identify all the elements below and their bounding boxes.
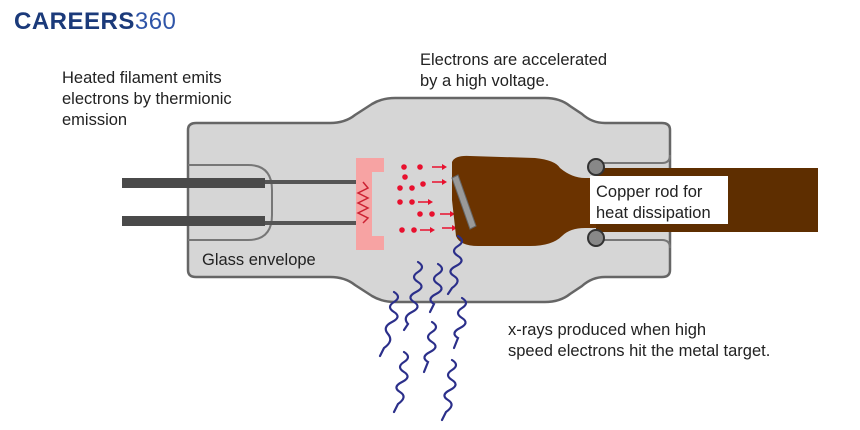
- electron: [420, 181, 426, 187]
- electron-arrowhead: [450, 211, 455, 217]
- electron: [417, 211, 423, 217]
- accelerated-label: Electrons are accelerated by a high volt…: [420, 50, 607, 92]
- xray-wave: [378, 290, 400, 358]
- cathode-rod-upper-outer: [122, 178, 265, 188]
- filament-label: Heated filament emits electrons by therm…: [62, 68, 232, 131]
- xrays-label: x-rays produced when high speed electron…: [508, 320, 770, 362]
- xray-wave: [402, 260, 424, 332]
- electron-arrowhead: [452, 225, 457, 231]
- cathode-wire-lower: [265, 221, 363, 225]
- electron: [397, 199, 403, 205]
- copper-rod-label-bg: [590, 176, 728, 224]
- xray-wave: [452, 296, 468, 350]
- electron-arrowhead: [442, 164, 447, 170]
- electron-stream: [397, 164, 457, 233]
- xrays-label-line: x-rays produced when high: [508, 321, 707, 339]
- careers360-logo: CAREERS360: [14, 8, 176, 36]
- xray-wave: [446, 234, 464, 296]
- electron: [411, 227, 417, 233]
- glass-envelope-label: Glass envelope: [202, 250, 316, 271]
- accelerated-label-line: by a high voltage.: [420, 72, 550, 90]
- xray-wave: [440, 358, 458, 422]
- filament-coil: [356, 181, 370, 224]
- envelope-inner-right: [596, 154, 671, 249]
- xray-waves: [378, 234, 468, 422]
- cathode-cup: [356, 158, 384, 250]
- glass-envelope-label-text: Glass envelope: [202, 251, 316, 269]
- filament-label-line: emission: [62, 111, 128, 129]
- xrays-label-line: speed electrons hit the metal target.: [508, 342, 771, 360]
- electron: [409, 185, 415, 191]
- electron: [397, 185, 403, 191]
- electron: [402, 174, 408, 180]
- electron: [429, 211, 435, 217]
- electron: [401, 164, 407, 170]
- logo-number: 360: [134, 8, 177, 35]
- electron-arrowhead: [442, 179, 447, 185]
- envelope-inner-neck: [188, 164, 273, 241]
- copper-rod-label-line: heat dissipation: [596, 204, 711, 222]
- rod-seal-bottom: [587, 229, 605, 247]
- electron: [417, 164, 423, 170]
- rod-seal-top: [587, 158, 605, 176]
- accelerated-label-line: Electrons are accelerated: [420, 51, 608, 69]
- electron: [409, 199, 415, 205]
- electron-arrowhead: [428, 199, 433, 205]
- anode-block: [452, 155, 600, 246]
- logo-word: CAREERS: [14, 8, 135, 35]
- xray-wave: [422, 320, 438, 374]
- xray-wave: [392, 350, 410, 414]
- copper-rod-label-line: Copper rod for: [596, 183, 703, 201]
- filament-label-line: Heated filament emits: [62, 69, 222, 87]
- electron: [399, 227, 405, 233]
- xray-wave: [428, 262, 444, 314]
- electron-arrowhead: [430, 227, 435, 233]
- target-plate: [451, 174, 477, 230]
- copper-rod-label: Copper rod for heat dissipation: [596, 182, 711, 224]
- filament-label-line: electrons by thermionic: [62, 90, 232, 108]
- cathode-rod-lower-outer: [122, 216, 265, 226]
- cathode-wire-upper: [265, 180, 363, 184]
